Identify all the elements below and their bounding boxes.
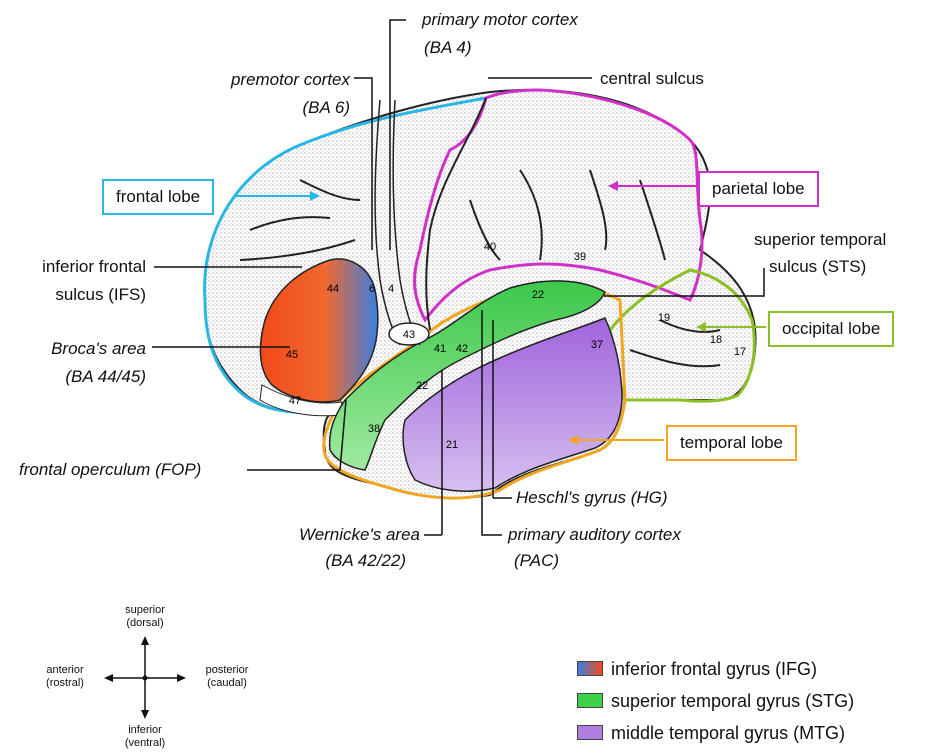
primary-motor-ba-label: (BA 4) — [424, 38, 472, 58]
compass-inferior: inferior(ventral) — [110, 724, 180, 750]
broca-label-1: Broca's area — [0, 339, 146, 359]
pac-label-1: primary auditory cortex — [508, 525, 681, 545]
area-18-label: 18 — [710, 334, 722, 346]
ifs-label-1: inferior frontal — [0, 257, 146, 277]
occipital-lobe-box: occipital lobe — [768, 311, 894, 347]
primary-motor-label: primary motor cortex — [422, 10, 578, 30]
legend-ifg: inferior frontal gyrus (IFG) — [577, 658, 817, 680]
area-41-label: 41 — [434, 343, 446, 355]
compass-posterior: posterior(caudal) — [192, 664, 262, 690]
legend-stg: superior temporal gyrus (STG) — [577, 690, 854, 712]
compass-anterior: anterior(rostral) — [30, 664, 100, 690]
premotor-ba-label: (BA 6) — [250, 98, 350, 118]
sts-label-2: sulcus (STS) — [769, 257, 866, 277]
legend-stg-swatch — [577, 693, 603, 708]
parietal-lobe-box: parietal lobe — [698, 171, 819, 207]
area-42-label: 42 — [456, 343, 468, 355]
premotor-label: premotor cortex — [190, 70, 350, 90]
fop-label: frontal operculum (FOP) — [19, 460, 201, 480]
area-43-label: 43 — [403, 329, 415, 341]
area-37-label: 37 — [591, 339, 603, 351]
area-22b-label: 22 — [416, 380, 428, 392]
area-21-label: 21 — [446, 439, 458, 451]
wernicke-label-2: (BA 42/22) — [250, 551, 406, 571]
temporal-lobe-box: temporal lobe — [666, 425, 797, 461]
central-sulcus-label: central sulcus — [600, 69, 704, 89]
legend-mtg-swatch — [577, 725, 603, 740]
legend-ifg-swatch — [577, 661, 603, 676]
legend-mtg: middle temporal gyrus (MTG) — [577, 722, 845, 744]
pac-label-2: (PAC) — [514, 551, 559, 571]
frontal-lobe-box: frontal lobe — [102, 179, 214, 215]
area-6-label: 6 — [369, 283, 375, 295]
area-4-label: 4 — [388, 283, 394, 295]
area-47-label: 47 — [289, 395, 301, 407]
wernicke-label-1: Wernicke's area — [250, 525, 420, 545]
sts-label-1: superior temporal — [754, 230, 886, 250]
area-22a-label: 22 — [532, 289, 544, 301]
compass-superior: superior(dorsal) — [110, 604, 180, 630]
area-19-label: 19 — [658, 312, 670, 324]
area-40-label: 40 — [484, 241, 496, 253]
area-44-label: 44 — [327, 283, 339, 295]
ifs-label-2: sulcus (IFS) — [0, 285, 146, 305]
area-38-label: 38 — [368, 423, 380, 435]
area-45-label: 45 — [286, 349, 298, 361]
heschl-label: Heschl's gyrus (HG) — [516, 488, 668, 508]
area-17-label: 17 — [734, 346, 746, 358]
broca-label-2: (BA 44/45) — [0, 367, 146, 387]
area-39-label: 39 — [574, 251, 586, 263]
compass-arrows — [104, 636, 186, 719]
